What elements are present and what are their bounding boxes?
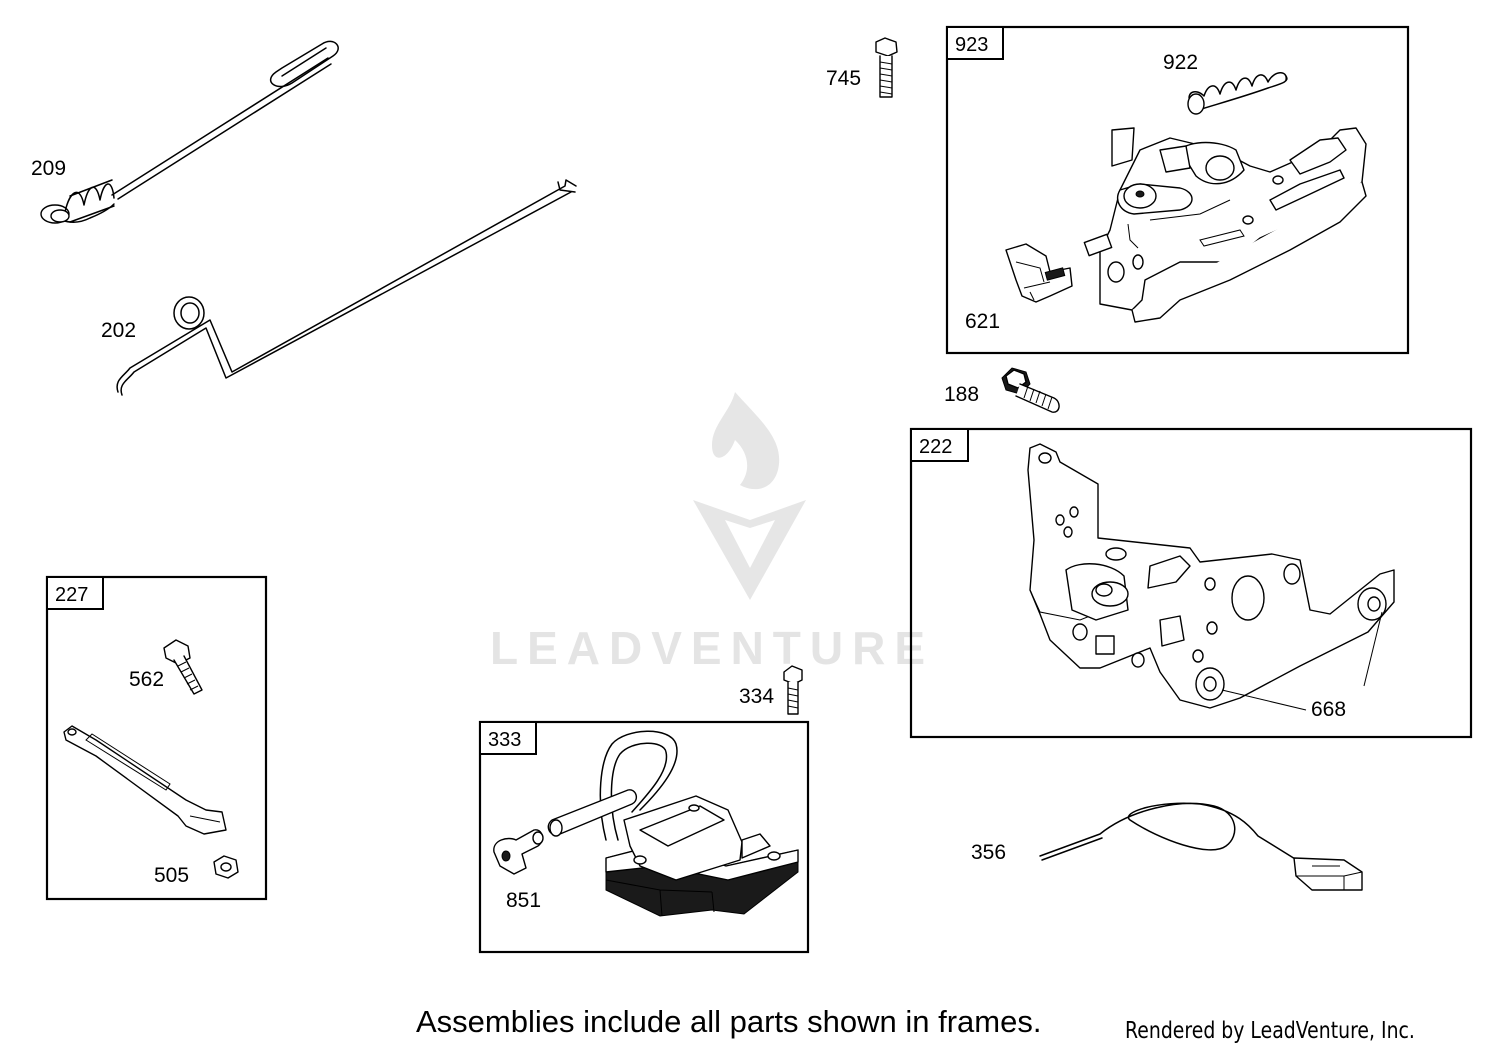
part-209-governor-spring[interactable]: [40, 40, 339, 224]
part-334-screw[interactable]: [783, 665, 803, 715]
part-922-spring[interactable]: [1187, 72, 1288, 115]
callout-621: 621: [965, 310, 1000, 333]
callout-202: 202: [101, 319, 136, 342]
frame-923: 923: [945, 25, 1410, 355]
part-188-bolt[interactable]: [1001, 367, 1060, 413]
callout-668: 668: [1311, 698, 1346, 721]
part-356-ground-wire[interactable]: [1039, 802, 1363, 891]
leadventure-watermark: LEADVENTURE: [490, 392, 934, 674]
part-923-control-bracket[interactable]: [1083, 127, 1367, 323]
frame-923-label: 923: [955, 34, 988, 56]
part-222-control-plate[interactable]: [1027, 443, 1395, 711]
part-333-ignition-armature[interactable]: [547, 730, 799, 917]
callout-505: 505: [154, 864, 189, 887]
part-562-screw[interactable]: [163, 639, 203, 695]
part-745-screw[interactable]: [875, 37, 898, 98]
callout-562: 562: [129, 668, 164, 691]
frame-222-label: 222: [919, 436, 952, 458]
callout-922: 922: [1163, 51, 1198, 74]
callout-356: 356: [971, 841, 1006, 864]
frame-227-label: 227: [55, 584, 88, 606]
frame-333-label: 333: [488, 729, 521, 751]
watermark-text: LEADVENTURE: [490, 622, 934, 674]
part-505-nut[interactable]: [213, 855, 239, 879]
callout-334: 334: [739, 685, 774, 708]
frame-227: 227: [45, 575, 268, 901]
frame-222: 222: [909, 427, 1473, 739]
callout-745: 745: [826, 67, 861, 90]
frame-333: 333: [478, 720, 810, 954]
footer-note: Assemblies include all parts shown in fr…: [416, 1004, 1042, 1039]
part-202-governor-link[interactable]: [116, 179, 577, 396]
callout-851: 851: [506, 889, 541, 912]
part-621-clip[interactable]: [1005, 243, 1073, 303]
part-227-lever[interactable]: [63, 725, 227, 835]
callout-209: 209: [31, 157, 66, 180]
part-851-terminal[interactable]: [493, 829, 544, 875]
callout-188: 188: [944, 383, 979, 406]
footer-credit: Rendered by LeadVenture, Inc.: [1125, 1018, 1415, 1044]
